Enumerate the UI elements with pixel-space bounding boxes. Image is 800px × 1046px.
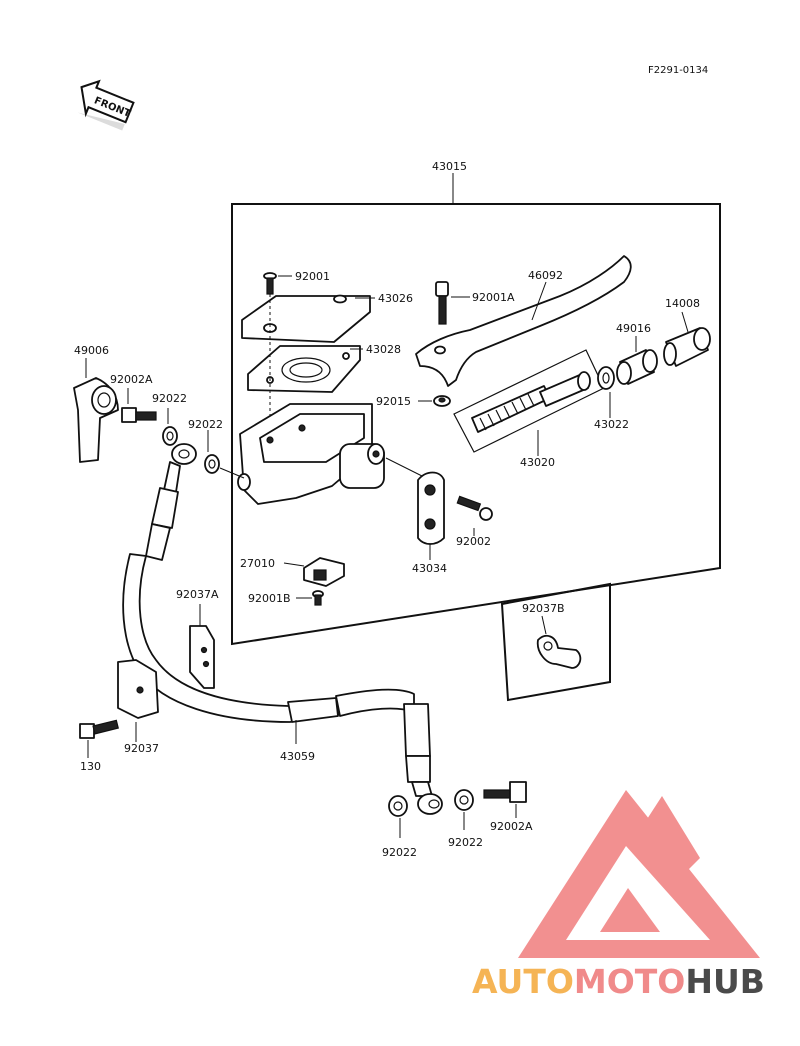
detail-box-92037b	[500, 582, 611, 702]
screw-92001a	[435, 281, 449, 325]
assembly-frame	[231, 203, 721, 646]
brake-hose-43059	[122, 443, 443, 815]
label-14008: 14008	[665, 297, 700, 310]
boot-49016	[616, 349, 658, 385]
washer-92022-b	[204, 454, 220, 474]
label-49006: 49006	[74, 344, 109, 357]
washer-92022-d	[454, 789, 474, 811]
brand-part-auto: AUTO	[472, 962, 574, 1001]
banjo-fitting-49006	[73, 377, 119, 463]
label-43020: 43020	[520, 456, 555, 469]
label-43059: 43059	[280, 750, 315, 763]
label-27010: 27010	[240, 557, 275, 570]
banjo-bolt-92002a-top	[121, 407, 157, 423]
piston-assembly-43020	[471, 371, 591, 433]
cap-screw-92001	[263, 272, 277, 295]
label-92037a: 92037A	[176, 588, 219, 601]
brand-part-moto: MOTO	[573, 962, 686, 1001]
front-arrow-icon: FRONT	[77, 79, 135, 131]
label-46092: 46092	[528, 269, 563, 282]
brand-part-hub: HUB	[685, 962, 765, 1001]
diaphragm-43028	[247, 345, 361, 393]
label-92022-d: 92022	[448, 836, 483, 849]
label-43026: 43026	[378, 292, 413, 305]
master-cylinder-body	[237, 403, 385, 505]
label-92022-b: 92022	[188, 418, 223, 431]
watermark-brand-text: AUTOMOTOHUB	[472, 962, 792, 1002]
label-92037: 92037	[124, 742, 159, 755]
banjo-bolt-92002a-bottom	[483, 781, 527, 803]
label-92037b: 92037B	[522, 602, 565, 615]
label-92001: 92001	[295, 270, 330, 283]
label-43022: 43022	[594, 418, 629, 431]
bracket-92037a	[189, 625, 215, 689]
label-92002a-top: 92002A	[110, 373, 153, 386]
label-92001b: 92001B	[248, 592, 291, 605]
bolt-92002	[456, 495, 493, 521]
reservoir-cap-43026	[241, 295, 371, 343]
clamp-43034	[417, 471, 445, 545]
label-92002: 92002	[456, 535, 491, 548]
clip-92037b	[536, 634, 582, 669]
brake-lever-46092	[415, 255, 632, 387]
label-49016: 49016	[616, 322, 651, 335]
switch-27010	[303, 557, 345, 587]
label-43034: 43034	[412, 562, 447, 575]
label-92001a: 92001A	[472, 291, 515, 304]
figure-code: F2291-0134	[648, 65, 708, 76]
label-92022-a: 92022	[152, 392, 187, 405]
bolt-130	[79, 719, 119, 739]
pivot-14008	[663, 327, 711, 367]
label-92022-c: 92022	[382, 846, 417, 859]
washer-92022-c	[388, 795, 408, 817]
bracket-92037	[117, 659, 159, 719]
washer-92022-a	[162, 426, 178, 446]
screw-92001b	[312, 590, 324, 606]
label-92002a-bottom: 92002A	[490, 820, 533, 833]
washer-43022	[597, 366, 615, 390]
label-92015: 92015	[376, 395, 411, 408]
assembly-label: 43015	[432, 160, 467, 173]
watermark-logo-icon	[518, 790, 760, 958]
label-43028: 43028	[366, 343, 401, 356]
label-130: 130	[80, 760, 101, 773]
